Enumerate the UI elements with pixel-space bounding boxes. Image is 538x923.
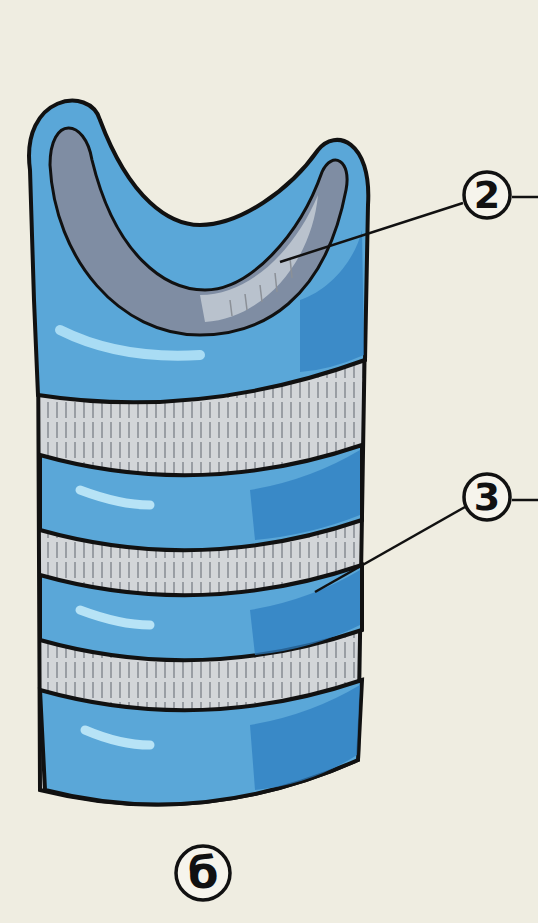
lumen-mucosa xyxy=(200,195,318,322)
callout-number: б xyxy=(174,844,232,902)
leader-line xyxy=(512,196,538,199)
callout-number: 3 xyxy=(462,472,512,522)
leader-line xyxy=(280,203,463,262)
callout-circle: 3 xyxy=(462,472,512,522)
mucosa-hatch xyxy=(230,258,292,316)
cartilage-ring xyxy=(40,445,362,550)
top-cartilage-ring xyxy=(29,101,368,403)
cartilage-ring xyxy=(40,680,362,805)
ring-highlights xyxy=(80,490,150,745)
callout-circle: 2 xyxy=(462,170,512,220)
leader-line xyxy=(512,499,538,502)
ring-shading xyxy=(250,450,360,790)
callout-circle: б xyxy=(174,844,232,902)
callout-number: 2 xyxy=(462,170,512,220)
leader-line xyxy=(315,507,465,592)
cartilage-ring xyxy=(40,565,362,660)
trachea-lumen xyxy=(50,128,347,335)
